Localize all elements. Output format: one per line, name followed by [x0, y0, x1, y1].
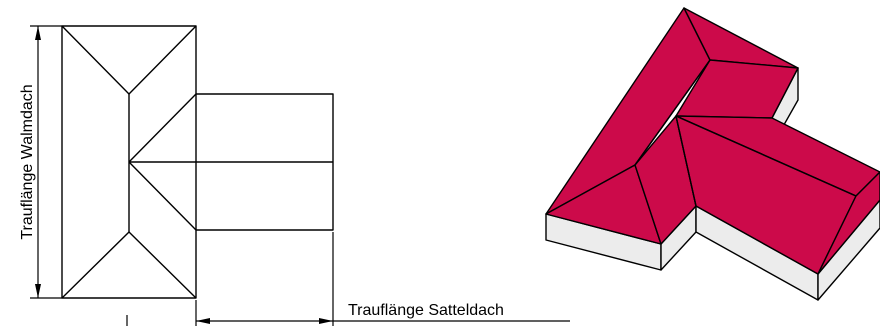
roof-gable-end-triangle — [817, 171, 880, 275]
valley-line-bottom — [128, 161, 197, 231]
valley-line-top — [128, 93, 197, 163]
roof-valley-line — [675, 115, 697, 207]
roof-plan-top-view — [61, 25, 334, 299]
roof-3d-view — [545, 7, 880, 301]
hip-roof-eave-length-label: Trauflänge Walmdach — [19, 84, 36, 239]
hip-line-bottom — [61, 231, 197, 299]
hip-line-top — [61, 25, 197, 95]
roof-ridge-hip — [634, 59, 711, 166]
dimension-hip-roof — [30, 25, 62, 299]
arrow-left — [196, 318, 210, 324]
roof-ridge-gable — [675, 115, 857, 197]
arrow-down — [35, 284, 41, 298]
gable-roof-eave-length-label: Trauflänge Satteldach — [348, 302, 504, 319]
arrow-up — [35, 26, 41, 40]
arrow-right — [319, 318, 333, 324]
dimension-gable-roof — [126, 232, 570, 326]
